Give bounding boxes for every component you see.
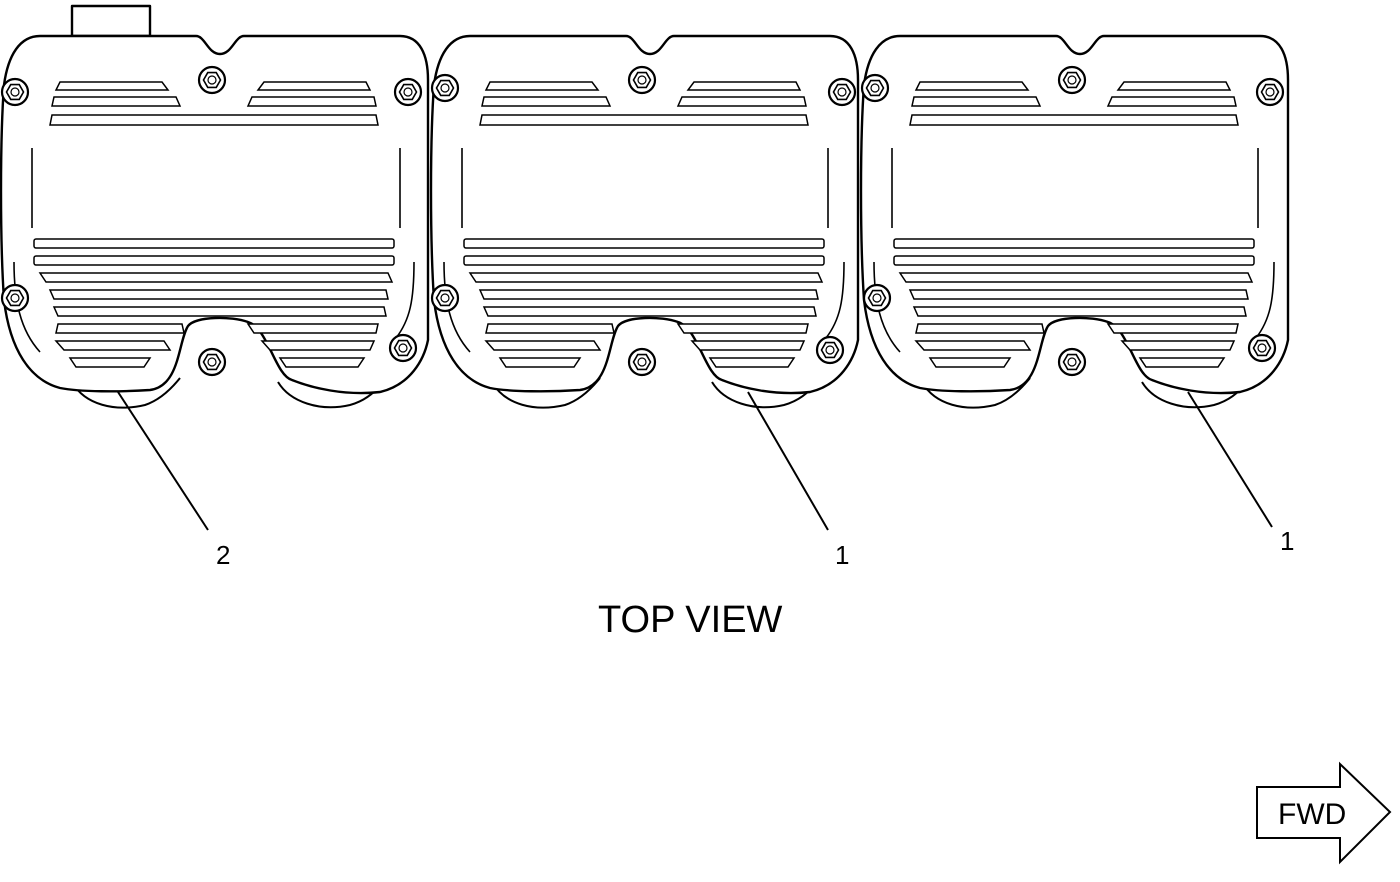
- bottom-rib: [1138, 357, 1226, 368]
- top-rib: [51, 96, 182, 107]
- callout-label: 2: [216, 540, 230, 570]
- callout-label: 1: [1280, 526, 1294, 556]
- cover-skirt-left: [491, 377, 601, 409]
- bolt: [430, 283, 460, 313]
- bolt: [1057, 347, 1087, 377]
- leader-line: [117, 391, 209, 531]
- bottom-rib: [484, 340, 602, 351]
- top-rib: [1116, 81, 1232, 91]
- inner-edge-bottom-right: [825, 261, 845, 339]
- leader-line: [1187, 391, 1273, 528]
- top-rib: [914, 81, 1030, 91]
- bottom-rib: [48, 289, 389, 300]
- top-rib: [1106, 96, 1237, 107]
- inner-edge-bottom-right: [395, 261, 415, 339]
- bolt: [388, 333, 418, 363]
- bottom-rib: [463, 255, 825, 266]
- bottom-rib: [482, 306, 817, 317]
- bottom-rib: [690, 340, 806, 351]
- bolt: [197, 347, 227, 377]
- forward-direction-arrow: FWD: [1256, 761, 1392, 865]
- bolt: [627, 65, 657, 95]
- cover-skirt-left: [71, 377, 181, 409]
- bottom-rib: [33, 238, 395, 249]
- bottom-rib: [463, 238, 825, 249]
- view-title: TOP VIEW: [598, 599, 783, 641]
- bottom-rib: [928, 357, 1012, 368]
- inner-edge-bottom-left: [873, 261, 901, 353]
- top-rib: [686, 81, 802, 91]
- valve-cover-item-1: [429, 34, 860, 409]
- bottom-rib: [915, 323, 1045, 334]
- bottom-rib: [55, 323, 185, 334]
- bottom-rib: [1120, 340, 1236, 351]
- bottom-rib: [478, 289, 819, 300]
- top-rib: [49, 114, 379, 126]
- top-rib: [481, 96, 612, 107]
- bolt: [815, 335, 845, 365]
- bottom-rib: [52, 306, 387, 317]
- leader-line: [747, 391, 829, 531]
- direction-label: FWD: [1278, 798, 1346, 831]
- bottom-rib: [33, 255, 395, 266]
- inner-edge-bottom-left: [13, 261, 41, 353]
- valve-cover-item-1: [859, 34, 1290, 409]
- cover-skirt-left: [921, 377, 1031, 409]
- bottom-rib: [893, 238, 1255, 249]
- bolt: [430, 73, 460, 103]
- bottom-rib: [54, 340, 172, 351]
- bottom-rib: [676, 323, 809, 334]
- bottom-rib: [1106, 323, 1239, 334]
- top-rib: [911, 96, 1042, 107]
- inner-edge-bottom-left: [443, 261, 471, 353]
- top-rib: [479, 114, 809, 126]
- bottom-rib: [278, 357, 366, 368]
- valve-cover-item-2: [0, 4, 430, 409]
- top-rib: [256, 81, 372, 91]
- bolt: [860, 73, 890, 103]
- top-rib: [54, 81, 170, 91]
- bolt: [0, 77, 30, 107]
- top-rib: [246, 96, 377, 107]
- bolt: [862, 283, 892, 313]
- bolt: [1057, 65, 1087, 95]
- bottom-rib: [68, 357, 152, 368]
- bottom-rib: [898, 272, 1254, 283]
- bottom-rib: [260, 340, 376, 351]
- bottom-rib: [893, 255, 1255, 266]
- bottom-rib: [246, 323, 379, 334]
- bottom-rib: [912, 306, 1247, 317]
- bottom-rib: [485, 323, 615, 334]
- top-rib: [909, 114, 1239, 126]
- bottom-rib: [498, 357, 582, 368]
- bolt: [197, 65, 227, 95]
- bolt: [627, 347, 657, 377]
- inner-edge-bottom-right: [1255, 261, 1275, 339]
- arrow-right-icon: [1256, 761, 1392, 865]
- bolt: [827, 77, 857, 107]
- bolt: [0, 283, 30, 313]
- connector-tab: [70, 4, 152, 38]
- callout-label: 1: [835, 540, 849, 570]
- top-rib: [676, 96, 807, 107]
- bottom-rib: [914, 340, 1032, 351]
- bottom-rib: [468, 272, 824, 283]
- bolt: [1255, 77, 1285, 107]
- bolt: [1247, 333, 1277, 363]
- bottom-rib: [908, 289, 1249, 300]
- top-rib: [484, 81, 600, 91]
- bottom-rib: [708, 357, 796, 368]
- bolt: [393, 77, 423, 107]
- bottom-rib: [38, 272, 394, 283]
